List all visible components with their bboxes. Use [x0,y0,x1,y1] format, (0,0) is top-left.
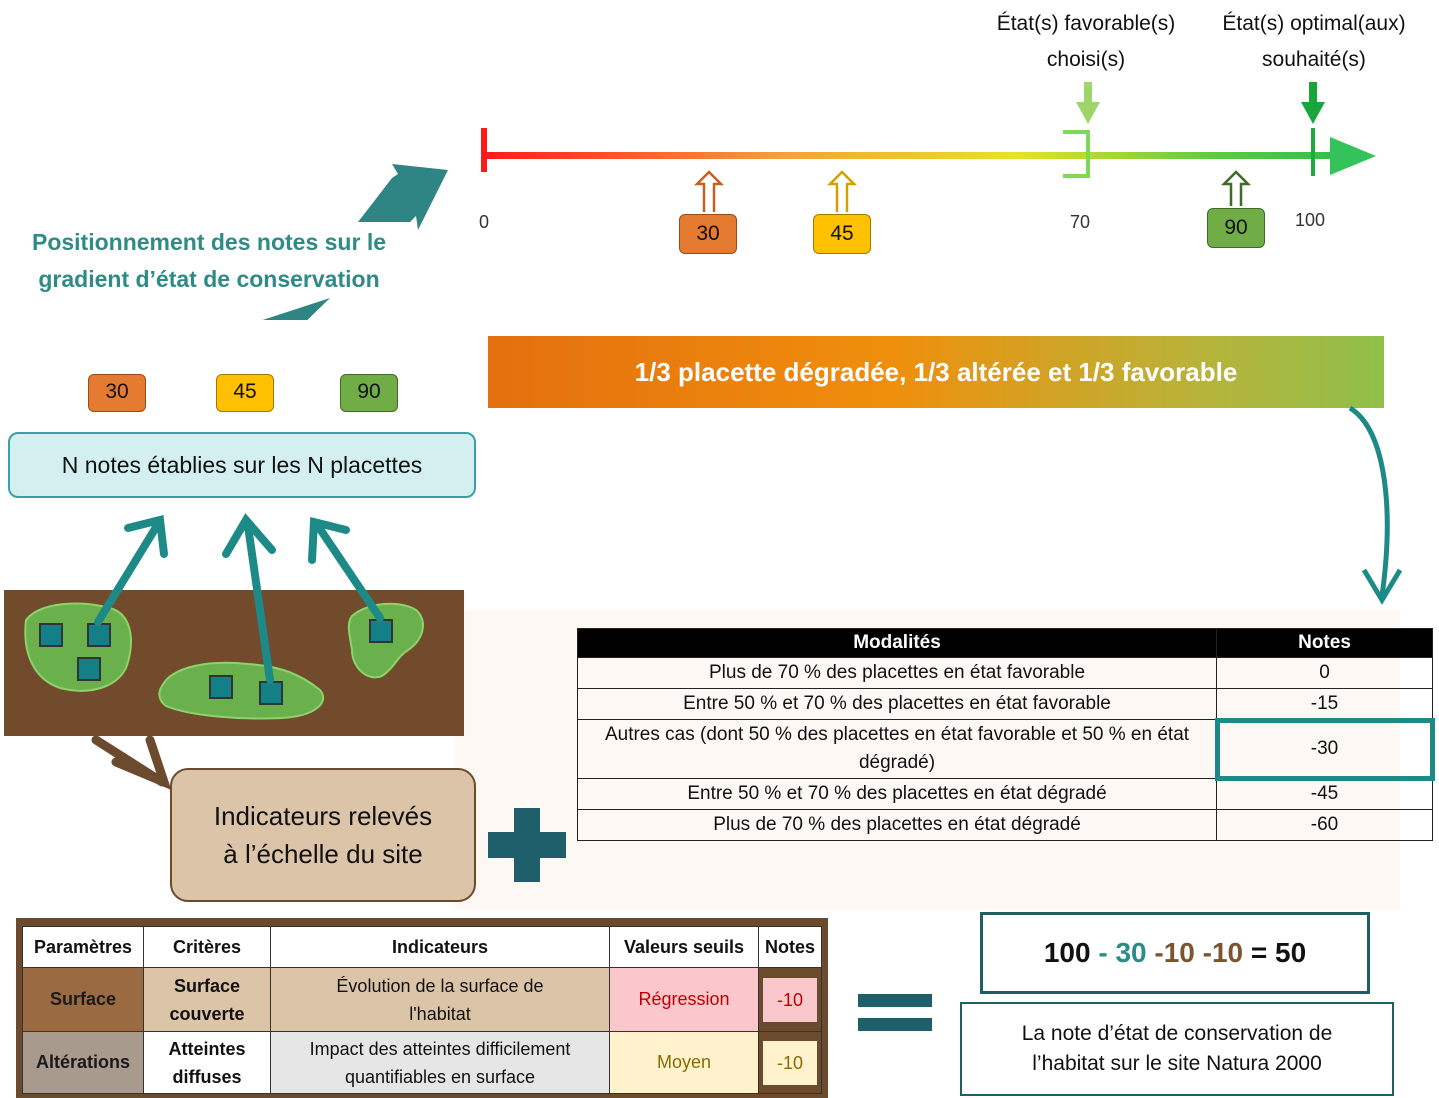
modality-label: Plus de 70 % des placettes en état favor… [577,657,1217,689]
modality-label: Entre 50 % et 70 % des placettes en état… [577,778,1217,810]
table-row: Plus de 70 % des placettes en état favor… [577,657,1433,689]
param-cell: Altérations [22,1031,144,1094]
notes-established-box: N notes établies sur les N placettes [8,432,476,498]
tick-label-100: 100 [1295,210,1325,230]
result-caption: La note d’état de conservation de l’habi… [960,1002,1394,1096]
scale-marker-45: 45 [813,214,871,254]
modalities-header-row: Modalités Notes [577,628,1433,658]
marker-arrow-90 [1220,170,1252,206]
plus-icon [488,808,566,882]
note-value: -10 [763,1040,817,1085]
placette-arrow-middle [222,513,276,684]
note-box-90: 90 [340,374,398,412]
parameters-header-row: Paramètres Critères Indicateurs Valeurs … [22,926,822,968]
header-criteres: Critères [143,926,271,968]
table-row: Surface Surface couverte Évolution de la… [22,967,822,1032]
optimal-down-arrow [1301,82,1325,124]
big-teal-arrow-upper [358,164,448,230]
tick-label-70: 70 [1070,212,1090,232]
header-indicateurs: Indicateurs [270,926,610,968]
table-row: Entre 50 % et 70 % des placettes en état… [577,778,1433,810]
favorable-down-arrow [1076,82,1100,124]
indicator-cell: Évolution de la surface de l'habitat [270,967,610,1032]
site-field-diagram [4,513,464,790]
scale-marker-30: 30 [679,214,737,254]
label-optimal-state: État(s) optimal(aux) souhaité(s) [1222,12,1406,71]
scale-bar [484,152,1344,159]
big-teal-arrow-lower [262,298,330,320]
modality-label: Autres cas (dont 50 % des placettes en é… [577,719,1217,779]
indicator-cell: Impact des atteintes difficilement quant… [270,1031,610,1094]
threshold-cell: Moyen [609,1031,759,1094]
label-favorable-state: État(s) favorable(s) choisi(s) [996,12,1176,71]
conservation-gradient-scale: 0 70 100 [262,82,1376,320]
distribution-banner: 1/3 placette dégradée, 1/3 altérée et 1/… [488,336,1384,408]
placette-5 [259,681,283,705]
scale-marker-90: 90 [1207,208,1265,248]
modality-note: -45 [1216,778,1433,810]
site-indicators-box: Indicateurs relevés à l’échelle du site [170,768,476,902]
modality-note: 0 [1216,657,1433,689]
indicators-arrow [91,735,172,790]
note-cell: -10 [758,1031,822,1094]
placette-2 [87,623,111,647]
note-cell: -10 [758,967,822,1032]
criteria-cell: Surface couverte [143,967,271,1032]
header-valeurs-seuils: Valeurs seuils [609,926,759,968]
modalities-table: Modalités Notes Plus de 70 % des placett… [577,628,1435,841]
criteria-cell: Atteintes diffuses [143,1031,271,1094]
table-row: Entre 50 % et 70 % des placettes en état… [577,688,1433,720]
table-row: Autres cas (dont 50 % des placettes en é… [577,717,1435,781]
placette-6 [369,619,393,643]
marker-arrow-30 [693,170,725,212]
scale-arrow-head [1330,137,1376,175]
header-modalites: Modalités [577,628,1217,658]
equals-icon [858,994,932,1031]
placette-arrow-right [308,516,384,622]
placette-3 [77,657,101,681]
modality-label: Plus de 70 % des placettes en état dégra… [577,809,1217,841]
modality-note: -15 [1216,688,1433,720]
favorable-bracket [1063,130,1090,178]
marker-arrow-45 [826,170,858,212]
result-equation: 100 - 30 -10 -10 = 50 [980,912,1370,994]
header-parametres: Paramètres [22,926,144,968]
placette-4 [209,675,233,699]
header-notes: Notes [758,926,822,968]
gradient-title: Positionnement des notes sur le gradient… [31,229,387,292]
table-row: Altérations Atteintes diffuses Impact de… [22,1031,822,1094]
modality-label: Entre 50 % et 70 % des placettes en état… [577,688,1217,720]
modality-note-highlighted: -30 [1214,717,1435,781]
threshold-cell: Régression [609,967,759,1032]
placette-1 [39,623,63,647]
note-value: -10 [763,977,817,1022]
note-box-30: 30 [88,374,146,412]
modality-note: -60 [1216,809,1433,841]
curved-teal-arrow [1348,405,1403,605]
table-row: Plus de 70 % des placettes en état dégra… [577,809,1433,841]
param-cell: Surface [22,967,144,1032]
parameters-table: Paramètres Critères Indicateurs Valeurs … [22,926,822,1094]
tick-label-0: 0 [479,212,489,232]
header-notes: Notes [1216,628,1433,658]
note-box-45: 45 [216,374,274,412]
placette-arrow-left [94,515,168,626]
